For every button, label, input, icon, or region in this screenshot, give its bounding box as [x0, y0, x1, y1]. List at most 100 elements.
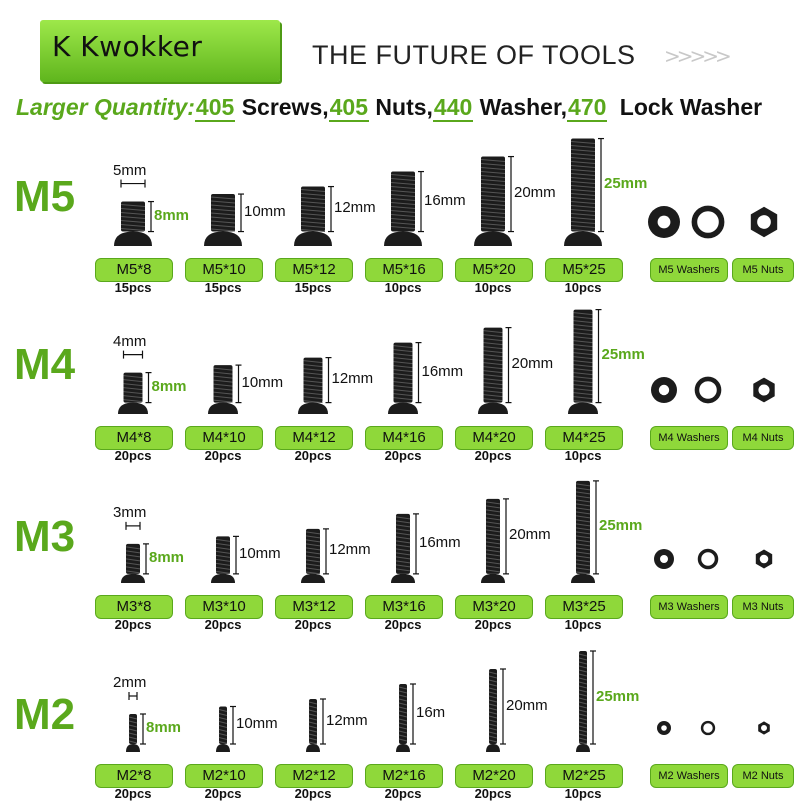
screw-thread: [210, 220, 236, 224]
screw-thread: [395, 556, 411, 560]
screw-size-tag: M3*25: [545, 595, 623, 619]
screw-quantity: 20pcs: [114, 448, 152, 463]
screw-thread: [578, 661, 588, 665]
screw-thread: [570, 181, 596, 185]
screw-thread: [480, 203, 506, 207]
screw-thread: [575, 487, 591, 491]
length-label: 16mm: [424, 191, 466, 209]
screw-thread: [488, 719, 498, 723]
screw-thread: [575, 567, 591, 571]
screw-size-tag: M4*10: [185, 426, 263, 450]
screw-thread: [573, 384, 593, 388]
screw-head: [301, 573, 325, 583]
screw-head: [204, 231, 242, 246]
screw-shank: [309, 699, 317, 744]
screw-quantity: 10pcs: [564, 617, 602, 632]
screw-thread: [393, 385, 413, 389]
screw-thread: [483, 334, 503, 338]
diameter-label: 4mm: [113, 332, 147, 350]
screw-size-tag: M5*8: [95, 258, 173, 282]
screw-thread: [573, 324, 593, 328]
screw-thread: [570, 161, 596, 165]
screw-thread: [480, 163, 506, 167]
screw-thread: [575, 571, 591, 575]
length-label: 10mm: [236, 715, 278, 733]
screw-thread: [480, 191, 506, 195]
lock-washer-icon: [700, 720, 716, 736]
screw-thread: [578, 701, 588, 705]
screw-head: [478, 402, 508, 414]
screw-thread: [128, 736, 138, 740]
screw-thread: [485, 509, 501, 513]
screw-thread: [300, 213, 326, 217]
screw-thread: [390, 214, 416, 218]
length-label: 8mm: [146, 719, 182, 736]
length-label: 25mm: [599, 517, 643, 535]
length-label: 12mm: [334, 199, 376, 217]
screw-thread: [395, 528, 411, 532]
screw-thread: [578, 685, 588, 689]
flat-washer-hole: [657, 215, 671, 229]
screw-thread: [123, 387, 143, 391]
brand-badge: [40, 20, 280, 82]
screw-thread: [483, 366, 503, 370]
screw-head: [114, 231, 152, 246]
screw-thread: [308, 705, 318, 709]
screw-thread: [485, 541, 501, 545]
screw-head: [474, 231, 512, 246]
screw-thread: [395, 544, 411, 548]
flat-washer-hole: [660, 555, 668, 563]
screw-thread: [393, 369, 413, 373]
screw-thread: [480, 183, 506, 187]
screw-thread: [483, 398, 503, 402]
screw-size-tag: M4*20: [455, 426, 533, 450]
screw-thread: [395, 548, 411, 552]
screw-thread: [573, 340, 593, 344]
screw-thread: [125, 570, 141, 574]
screw-thread: [488, 679, 498, 683]
screw-quantity: 20pcs: [204, 786, 242, 801]
screw-thread: [483, 378, 503, 382]
screw-thread: [570, 225, 596, 229]
screw-size-tag: M5*10: [185, 258, 263, 282]
screw-thread: [485, 561, 501, 565]
screw-thread: [570, 157, 596, 161]
screw-thread: [213, 399, 233, 403]
screw-size-tag: M3*16: [365, 595, 443, 619]
screw-thread: [575, 511, 591, 515]
screw-thread: [395, 516, 411, 520]
screw-quantity: 20pcs: [114, 786, 152, 801]
screw-thread: [573, 328, 593, 332]
screw-thread: [300, 209, 326, 213]
screw-thread: [305, 543, 321, 547]
screw-head: [211, 573, 235, 583]
screw-thread: [573, 364, 593, 368]
screw-thread: [218, 741, 228, 744]
screw-thread: [575, 519, 591, 523]
screw-thread: [120, 228, 146, 232]
screw-thread: [308, 717, 318, 721]
screw-thread: [398, 714, 408, 718]
screw-thread: [390, 178, 416, 182]
screw-thread: [123, 375, 143, 379]
screw-thread: [210, 216, 236, 220]
screw-quantity: 20pcs: [294, 448, 332, 463]
screw-thread: [308, 713, 318, 717]
screw-quantity: 20pcs: [474, 786, 512, 801]
screw-thread: [480, 175, 506, 179]
screw-shank: [306, 528, 320, 574]
screw-thread: [303, 384, 323, 388]
length-label: 20mm: [511, 355, 554, 373]
screw-thread: [488, 695, 498, 699]
screw-thread: [120, 224, 146, 228]
screw-thread: [575, 559, 591, 563]
screw-size-tag: M5*12: [275, 258, 353, 282]
screw-thread: [213, 367, 233, 371]
screw-thread: [393, 377, 413, 381]
screw-quantity: 10pcs: [564, 786, 602, 801]
screw-thread: [398, 718, 408, 722]
screw-thread: [218, 729, 228, 732]
screw-thread: [210, 208, 236, 212]
screw-thread: [390, 186, 416, 190]
screw-quantity: 10pcs: [564, 280, 602, 295]
